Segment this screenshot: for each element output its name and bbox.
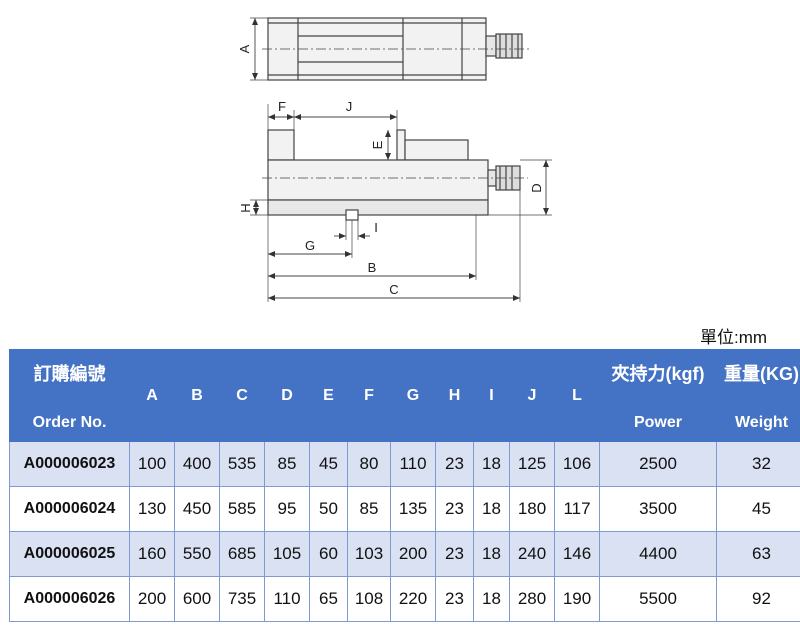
spec-table: 訂購編號 Order No. A B C D E F G H I J L 夾持力… (9, 349, 800, 622)
dim-cell: 18 (473, 486, 510, 532)
dim-cell: 18 (473, 441, 510, 487)
order-code-cell: A000006023 (9, 441, 130, 487)
dim-cell: 80 (347, 441, 391, 487)
dim-cell: 280 (509, 576, 555, 622)
unit-label: 單位:mm (700, 328, 768, 347)
dim-cell: 200 (129, 576, 175, 622)
dim-cell: 135 (390, 486, 436, 532)
weight-cell: 32 (716, 441, 800, 487)
dim-cell: 180 (509, 486, 555, 532)
power-cell: 5500 (599, 576, 717, 622)
dim-cell: 50 (309, 486, 348, 532)
header-dim: E (309, 349, 348, 442)
dim-cell: 23 (435, 441, 474, 487)
dim-label-e: E (370, 140, 385, 149)
dim-cell: 23 (435, 576, 474, 622)
dim-cell: 100 (129, 441, 175, 487)
dim-label-g: G (305, 238, 315, 253)
dim-label-b: B (368, 260, 377, 275)
order-code-cell: A000006024 (9, 486, 130, 532)
dim-cell: 450 (174, 486, 220, 532)
dim-cell: 95 (264, 486, 310, 532)
dim-cell: 735 (219, 576, 265, 622)
header-weight-en: Weight (734, 413, 789, 431)
dim-cell: 240 (509, 531, 555, 577)
dim-label-c: C (389, 282, 398, 297)
dim-cell: 110 (390, 441, 436, 487)
header-dim: J (509, 349, 555, 442)
dim-cell: 18 (473, 576, 510, 622)
dim-cell: 125 (509, 441, 555, 487)
order-code-cell: A000006025 (9, 531, 130, 577)
dim-cell: 190 (554, 576, 600, 622)
header-dim: F (347, 349, 391, 442)
dim-cell: 85 (264, 441, 310, 487)
dim-cell: 105 (264, 531, 310, 577)
power-cell: 2500 (599, 441, 717, 487)
dim-cell: 685 (219, 531, 265, 577)
dim-cell: 60 (309, 531, 348, 577)
header-power-en: Power (633, 413, 682, 431)
dim-cell: 110 (264, 576, 310, 622)
header-dim: C (219, 349, 265, 442)
order-code-cell: A000006026 (9, 576, 130, 622)
dim-cell: 585 (219, 486, 265, 532)
dim-label-h: H (238, 203, 253, 212)
dim-cell: 45 (309, 441, 348, 487)
dim-cell: 117 (554, 486, 600, 532)
header-dim: D (264, 349, 310, 442)
dim-cell: 535 (219, 441, 265, 487)
header-order: 訂購編號 Order No. (9, 349, 130, 442)
dim-cell: 103 (347, 531, 391, 577)
dim-label-a: A (237, 44, 252, 53)
dim-cell: 18 (473, 531, 510, 577)
dim-cell: 600 (174, 576, 220, 622)
power-cell: 4400 (599, 531, 717, 577)
header-power: 夾持力(kgf) Power (599, 349, 717, 442)
dim-cell: 23 (435, 531, 474, 577)
header-order-zh: 訂購編號 (33, 363, 106, 384)
header-power-zh: 夾持力(kgf) (611, 363, 705, 384)
dim-label-i: I (374, 220, 378, 235)
header-order-en: Order No. (32, 413, 107, 431)
weight-cell: 92 (716, 576, 800, 622)
header-dim: H (435, 349, 474, 442)
header-weight: 重量(KG) Weight (716, 349, 800, 442)
dim-cell: 108 (347, 576, 391, 622)
weight-cell: 63 (716, 531, 800, 577)
dim-cell: 160 (129, 531, 175, 577)
dim-cell: 106 (554, 441, 600, 487)
dim-cell: 550 (174, 531, 220, 577)
weight-cell: 45 (716, 486, 800, 532)
dim-cell: 65 (309, 576, 348, 622)
header-dim: B (174, 349, 220, 442)
header-row: 訂購編號 Order No. A B C D E F G H I J L 夾持力… (9, 349, 800, 442)
dim-cell: 85 (347, 486, 391, 532)
dim-cell: 200 (390, 531, 436, 577)
dim-label-f: F (278, 99, 286, 114)
header-weight-zh: 重量(KG) (724, 363, 799, 384)
power-cell: 3500 (599, 486, 717, 532)
dim-cell: 220 (390, 576, 436, 622)
dim-cell: 400 (174, 441, 220, 487)
header-dim: L (554, 349, 600, 442)
vise-technical-drawing: A F J E H D G I B C (237, 17, 552, 302)
header-dim: G (390, 349, 436, 442)
header-dim: A (129, 349, 175, 442)
dim-label-j: J (346, 99, 353, 114)
dim-cell: 130 (129, 486, 175, 532)
dim-cell: 146 (554, 531, 600, 577)
dim-cell: 23 (435, 486, 474, 532)
dim-label-d: D (529, 183, 544, 192)
header-dim: I (473, 349, 510, 442)
